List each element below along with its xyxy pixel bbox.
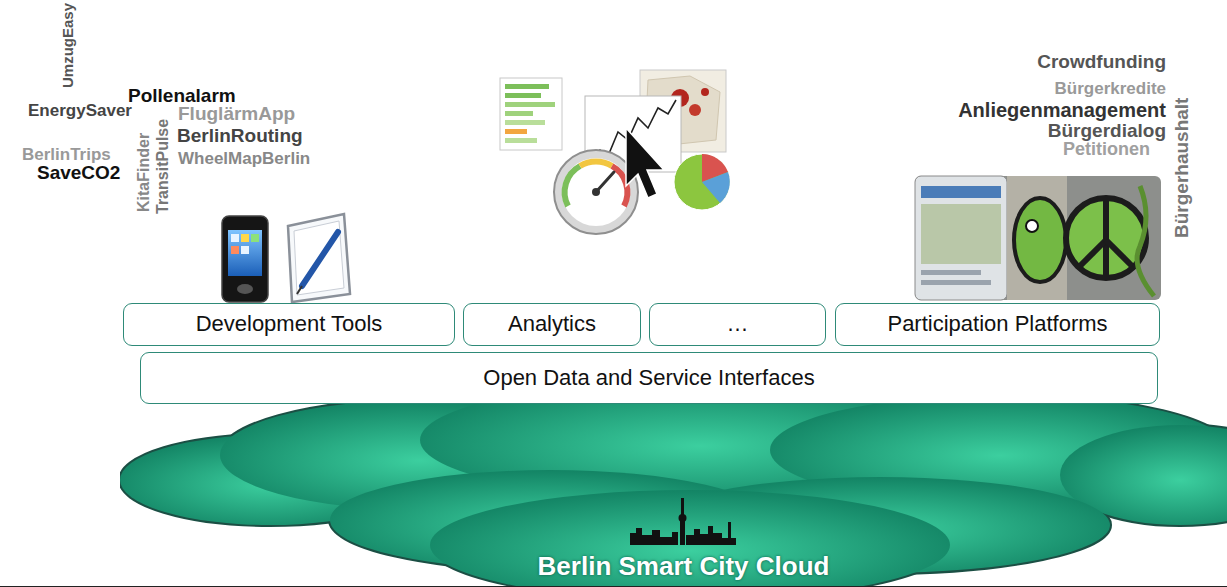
- layer-label: Development Tools: [196, 312, 383, 336]
- label-slot: SaveCO2: [37, 163, 120, 182]
- label-slot: UmzugEasy: [60, 3, 75, 88]
- layer-label: Analytics: [508, 312, 596, 336]
- label-slot: Bürgerhaushalt: [1172, 98, 1191, 238]
- app-name: SaveCO2: [37, 163, 120, 182]
- app-name: Pollenalarm: [128, 86, 236, 105]
- app-name: BerlinTrips: [22, 146, 111, 163]
- layer-box: Participation Platforms: [835, 303, 1160, 346]
- cloud-title: Berlin Smart City Cloud: [538, 552, 830, 581]
- label-slot: EnergySaver: [28, 102, 132, 119]
- tablet-icon: [288, 214, 350, 302]
- app-name: FluglärmApp: [178, 104, 295, 123]
- label-slot: KitaFinder: [136, 133, 152, 212]
- app-name: WheelMapBerlin: [178, 150, 310, 167]
- app-name: BerlinRouting: [177, 126, 303, 145]
- label-slot: Crowdfunding: [1037, 52, 1166, 71]
- participation-term: Bürgerdialog: [1048, 121, 1166, 140]
- label-slot: Bürgerdialog: [1048, 121, 1166, 140]
- layer-label: Participation Platforms: [887, 312, 1107, 336]
- label-slot: TransitPulse: [155, 119, 171, 214]
- layer-label: …: [727, 312, 749, 336]
- participation-term: Bürgerkredite: [1055, 80, 1166, 97]
- phone-icon: [222, 216, 268, 302]
- layer-label: Open Data and Service Interfaces: [483, 366, 814, 390]
- app-name: KitaFinder: [136, 133, 152, 212]
- participation-term: Petitionen: [1063, 140, 1150, 158]
- layer-box: Analytics: [463, 303, 641, 346]
- layer-box: Development Tools: [123, 303, 455, 346]
- app-name: EnergySaver: [28, 102, 132, 119]
- label-slot: BerlinTrips: [22, 146, 111, 163]
- label-slot: Pollenalarm: [128, 86, 236, 105]
- participation-term: Anliegenmanagement: [958, 100, 1166, 120]
- participation-term: Crowdfunding: [1037, 52, 1166, 71]
- label-slot: Anliegenmanagement: [958, 100, 1166, 120]
- label-slot: Petitionen: [1063, 140, 1150, 158]
- label-slot: BerlinRouting: [177, 126, 303, 145]
- participation-illustration: [915, 176, 1161, 300]
- base-rule: [0, 586, 1227, 587]
- label-slot: WheelMapBerlin: [178, 150, 310, 167]
- app-name: TransitPulse: [155, 119, 171, 214]
- cloud-shape: Berlin Smart City Cloud: [120, 395, 1227, 587]
- label-slot: Bürgerkredite: [1055, 80, 1166, 97]
- interface-band: Open Data and Service Interfaces: [140, 352, 1158, 404]
- label-slot: FluglärmApp: [178, 104, 295, 123]
- app-name: UmzugEasy: [60, 3, 75, 88]
- participation-term: Bürgerhaushalt: [1172, 98, 1191, 238]
- analytics-illustration: [500, 70, 730, 234]
- layer-box: …: [649, 303, 826, 346]
